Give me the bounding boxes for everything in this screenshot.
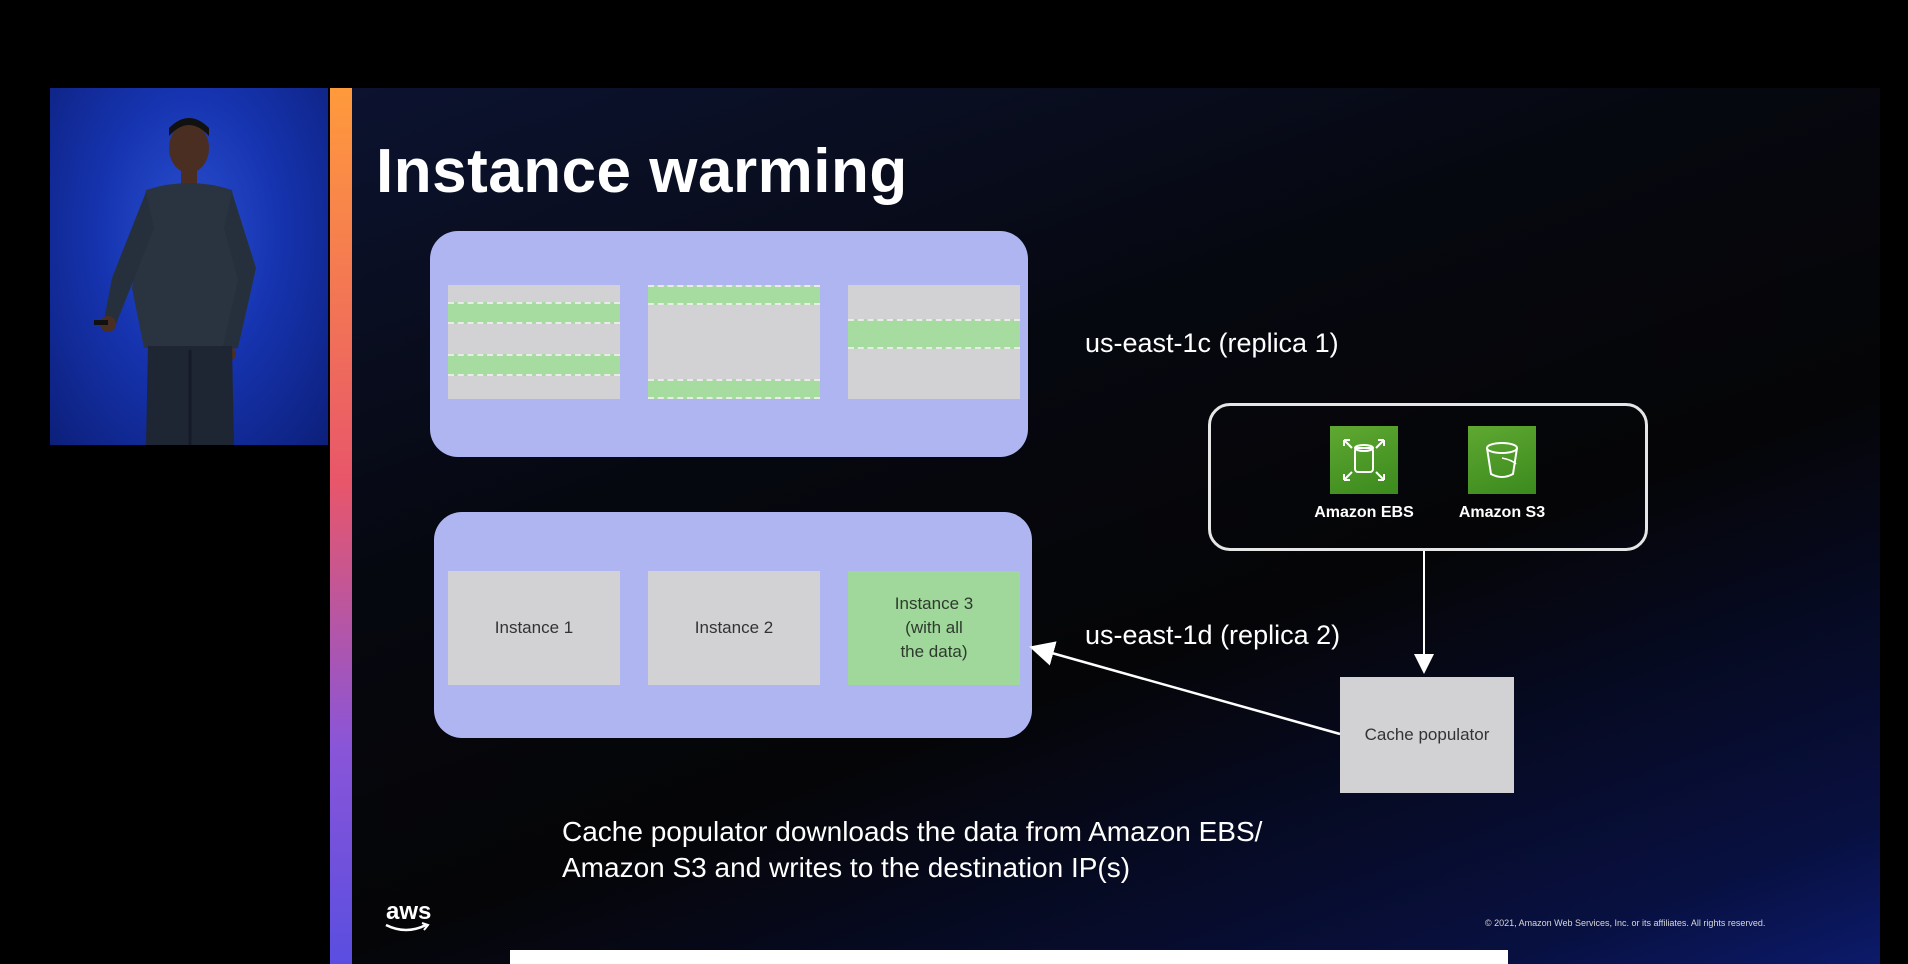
slide-title: Instance warming xyxy=(376,137,908,206)
replica-1-instance-2 xyxy=(648,285,820,399)
instance-3-label: Instance 3 (with all the data) xyxy=(894,594,974,661)
data-block xyxy=(448,354,620,376)
arrow-cache-to-instance-3 xyxy=(1029,641,1341,736)
replica-2-instance-2: Instance 2 xyxy=(648,571,820,685)
region-2-label: us-east-1d (replica 2) xyxy=(1085,620,1341,650)
caption-line-1: Cache populator downloads the data from … xyxy=(562,816,1263,847)
cache-populator-box: Cache populator xyxy=(1340,677,1514,793)
replica-1-instance-3 xyxy=(848,285,1020,399)
service-label: Amazon EBS xyxy=(1314,504,1414,521)
replica-2-instance-1: Instance 1 xyxy=(448,571,620,685)
subtitle-band xyxy=(510,950,1508,964)
accent-bar xyxy=(330,88,352,964)
aws-logo: aws xyxy=(386,898,432,925)
region-replica-1 xyxy=(430,231,1028,457)
s3-bucket-icon xyxy=(1468,426,1536,494)
region-replica-2: Instance 1 Instance 2 Instance 3 (with a… xyxy=(434,512,1032,738)
presentation-slide: Instance warming Instance 1 Instance 2 I… xyxy=(330,88,1880,964)
diagram-arrows xyxy=(1029,551,1434,736)
data-block xyxy=(648,285,820,305)
data-block xyxy=(848,319,1020,349)
service-amazon-s3: Amazon S3 xyxy=(1427,426,1577,522)
data-block xyxy=(448,302,620,324)
data-block xyxy=(648,379,820,399)
replica-2-instance-3: Instance 3 (with all the data) xyxy=(848,571,1020,685)
copyright-notice: © 2021, Amazon Web Services, Inc. or its… xyxy=(1485,918,1766,928)
speaker-video xyxy=(50,88,328,445)
aws-smile-icon xyxy=(385,922,430,932)
service-amazon-ebs: Amazon EBS xyxy=(1289,426,1439,522)
ebs-volume-icon xyxy=(1330,426,1398,494)
speaker-figure xyxy=(94,118,256,445)
replica-1-instance-1 xyxy=(448,285,620,399)
storage-services-box: Amazon EBS Amazon S3 xyxy=(1208,403,1648,551)
caption-line-2: Amazon S3 and writes to the destination … xyxy=(562,852,1131,883)
slide-caption: Cache populator downloads the data from … xyxy=(562,814,1462,886)
service-label: Amazon S3 xyxy=(1458,504,1546,521)
region-1-label: us-east-1c (replica 1) xyxy=(1085,328,1339,358)
